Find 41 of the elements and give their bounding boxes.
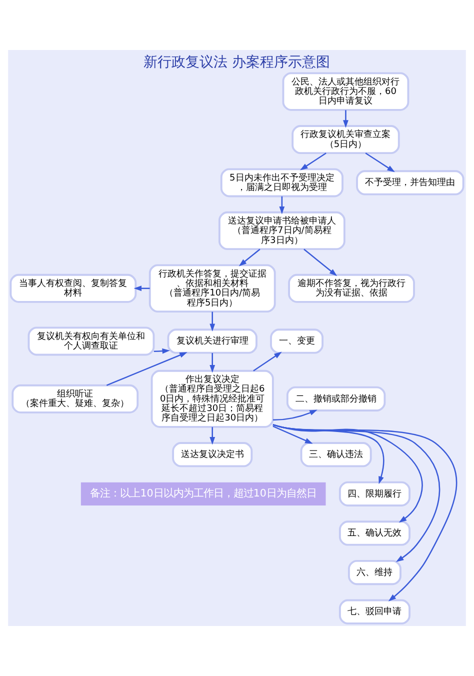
arrow [365,152,395,172]
node-box: 五、确认无效 [338,520,410,546]
node-box: 一、变更 [270,328,324,354]
arrow [272,424,458,602]
node-box: 四、限期履行 [338,481,410,506]
arrow [272,426,313,444]
arrow [273,410,318,421]
node-box: 组织听证（案件重大、疑难、复杂） [12,384,139,414]
node-box: 复议机关进行审理 [167,328,258,354]
node-box: 三、确认违法 [300,442,372,468]
node-box: 送达复议决定书 [172,442,253,468]
node-box: 不予受理，并告知理由 [356,170,464,196]
diagram-title: 新行政复议法 办案程序示意图 [144,54,330,70]
node-box: 行政机关作答复，提交证据、依据和相关材料（普通程序10日内/简易程序5日内） [148,264,276,313]
label: 备注：以上10日以内为工作日，超过10日为自然日 [90,487,316,500]
arrow [272,424,423,523]
node-box: 当事人有权查阅、复制答复材料 [10,274,137,303]
arrow [210,312,216,332]
arrow [300,152,326,170]
node-box: 六、维持 [348,560,402,586]
node-box: 逾期不作答复，视为行政行为没有证据、依据 [288,274,415,303]
arrow [134,286,150,292]
node-box: 5日内未作出不予受理决定，届满之日即视为受理 [220,168,344,198]
arrow [210,353,216,373]
node-box: 二、撤销或部分撤销 [286,386,386,412]
node-box: 行政复议机关审查立案（5日内） [292,125,400,154]
arrow [238,248,260,266]
node-box: 七、驳回申请 [338,599,410,624]
node-box: 复议机关有权向有关单位和个人调查取证 [28,326,155,356]
arrow [272,424,384,484]
arrow [272,424,440,562]
arrow [210,427,216,445]
node-box: 作出复议决定（普通程序自受理之日起60日内，特殊情况经批准可延长不超过30日；简易程序自受理之日起30日内） [150,370,274,428]
arrow [106,352,188,386]
arrow [253,352,282,372]
node-box: 公民、法人或其他组织对行政机关行政行为不服，60日内申请复议 [282,72,410,111]
node-box: 送达复议申请书给被申请人（普通程序7日内/简易程序3日内） [218,211,346,250]
arrow [343,110,348,128]
arrow [279,196,285,214]
arrow [154,348,170,354]
arrow [304,248,338,276]
